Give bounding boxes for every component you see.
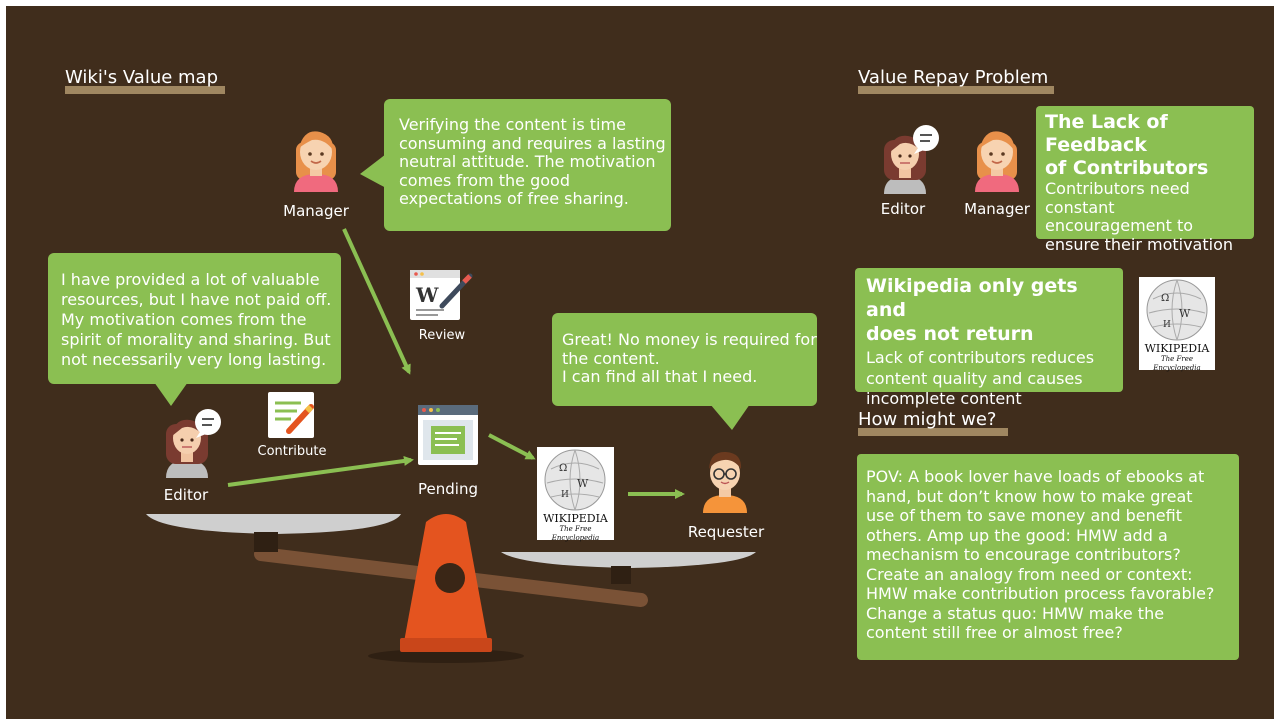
feedback-problem-box: The Lack of Feedback of Contributors Con… [1036,106,1254,253]
editor-avatar-icon [166,409,221,478]
wikipedia-tagline: The Free Encyclopedia [1153,355,1201,372]
wikipedia-wordmark: WIKIPEDIA [543,512,608,525]
seesaw [146,514,756,663]
editor-label: Editor [163,486,209,504]
wikipedia-problem-body: Lack of contributors reduces content qua… [866,348,1095,408]
diagram-canvas: Wiki's Value map Value Repay Problem How… [6,6,1274,719]
pending-label: Pending [418,480,478,498]
svg-text:Ω: Ω [1161,293,1169,304]
review-label: Review [418,328,466,343]
feedback-problem-body: Contributors need constant encouragement… [1045,179,1233,254]
review-icon: W [410,270,473,320]
heading-value-repay: Value Repay Problem [858,68,1054,94]
contribute-icon [268,392,314,438]
manager-label: Manager [283,202,349,220]
wikipedia-problem-box: Wikipedia only gets and does not return … [855,268,1123,408]
wikipedia-logo-right: Ω W И WIKIPEDIA The Free Encyclopedia [1139,277,1215,372]
arrow-manager-to-pending [342,228,411,375]
editor-bubble: I have provided a lot of valuable resour… [48,253,341,384]
wikipedia-problem-title: Wikipedia only gets and does not return [866,275,1078,345]
pov-text: POV: A book lover have loads of ebooks a… [866,467,1215,642]
requester-bubble: Great! No money is required for the cont… [552,313,817,406]
svg-text:И: И [561,490,569,500]
right-manager-avatar-icon [975,131,1019,192]
right-manager-label: Manager [964,200,1030,218]
svg-text:Ω: Ω [559,463,567,474]
editor-bubble-tail [154,382,188,406]
wikipedia-logo-center: Ω W И WIKIPEDIA The Free Encyclopedia [537,447,614,542]
arrow-editor-to-pending [227,455,414,487]
wikipedia-globe-icon: Ω W И [1146,279,1208,341]
svg-text:W: W [577,477,589,490]
right-editor-avatar-icon [884,125,939,194]
right-editor-label: Editor [880,200,926,218]
contribute-label: Contribute [257,444,327,459]
pov-box: POV: A book lover have loads of ebooks a… [857,454,1239,660]
requester-label: Requester [687,523,765,541]
wikipedia-globe-icon: Ω W И [544,449,606,511]
pending-icon [418,405,478,465]
manager-bubble: Verifying the content is time consuming … [384,99,671,231]
svg-text:W: W [415,283,439,307]
feedback-problem-title: The Lack of Feedback of Contributors [1045,111,1209,179]
requester-bubble-tail [710,404,750,430]
requester-avatar-icon [703,451,747,513]
wikipedia-tagline: The Free Encyclopedia [551,525,600,542]
arrow-pending-to-wiki [488,433,536,460]
manager-avatar-icon [294,131,338,192]
svg-text:W: W [1179,307,1191,320]
manager-bubble-tail [360,154,386,188]
heading-how-might-we: How might we? [858,410,1008,436]
flow-arrows [227,228,685,499]
svg-text:И: И [1163,320,1171,330]
heading-value-map: Wiki's Value map [65,68,225,94]
wikipedia-wordmark: WIKIPEDIA [1144,342,1210,355]
